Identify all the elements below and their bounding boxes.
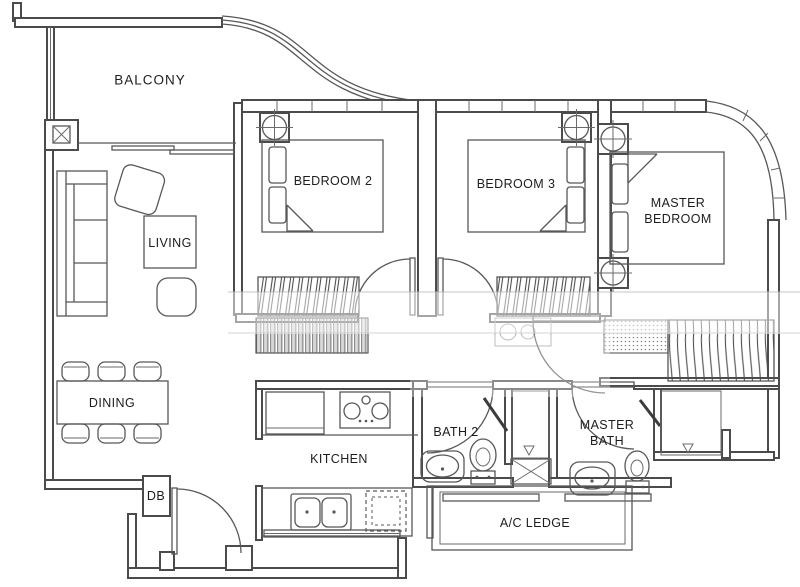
basin — [569, 461, 616, 496]
hob — [339, 391, 391, 429]
master-bedroom-label: MASTER BEDROOM — [644, 195, 712, 226]
armchair — [114, 164, 166, 216]
watermark-band — [228, 291, 800, 397]
column-marker — [558, 109, 595, 146]
coffee-table — [143, 215, 197, 269]
master-bath-fittings — [564, 381, 722, 502]
bath2-label: BATH 2 — [433, 425, 479, 439]
living-room-furniture — [56, 164, 197, 317]
washing-machine — [365, 490, 407, 532]
master-bath-label: MASTER BATH — [579, 417, 635, 448]
column-marker — [594, 120, 632, 158]
shower-screen — [638, 399, 662, 427]
bed — [261, 139, 384, 233]
balcony-label: BALCONY — [114, 72, 186, 88]
sofa — [56, 170, 108, 317]
bath2-fittings — [420, 381, 552, 502]
toilet — [624, 450, 650, 494]
pouf — [156, 277, 197, 317]
dining-chairs — [61, 361, 162, 444]
dining-furniture — [56, 361, 169, 444]
column-marker — [594, 254, 632, 292]
db-label: DB — [146, 489, 166, 503]
shower-screen — [482, 397, 509, 432]
drain-symbol — [682, 443, 694, 455]
dining-label: DINING — [88, 396, 136, 410]
exterior-walls — [12, 2, 419, 579]
bed — [467, 139, 586, 233]
kitchen-sink — [290, 493, 352, 531]
bedroom2-label: BEDROOM 2 — [293, 174, 373, 188]
fridge — [265, 391, 325, 435]
basin — [420, 450, 465, 483]
balcony-sliding-door — [78, 142, 236, 155]
bedroom2-furniture — [256, 109, 416, 317]
ac-ledge-outline — [426, 485, 633, 551]
db-box — [142, 475, 171, 517]
shower — [660, 390, 722, 456]
master-bath-door — [571, 381, 635, 450]
master-bath-window — [564, 493, 652, 502]
living-label: LIVING — [148, 236, 192, 250]
bath2-door — [426, 381, 494, 454]
kitchen-label: KITCHEN — [310, 452, 368, 466]
shower — [511, 390, 550, 459]
bath2-window — [442, 493, 540, 502]
kitchen-fittings — [261, 391, 418, 538]
toilet — [469, 438, 497, 485]
bed — [609, 151, 725, 265]
drain-symbol — [523, 445, 535, 457]
ac-ledge-label: A/C LEDGE — [499, 516, 571, 530]
bedroom3-label: BEDROOM 3 — [476, 177, 556, 191]
entrance-door — [171, 487, 242, 555]
floor-trap — [510, 458, 552, 485]
